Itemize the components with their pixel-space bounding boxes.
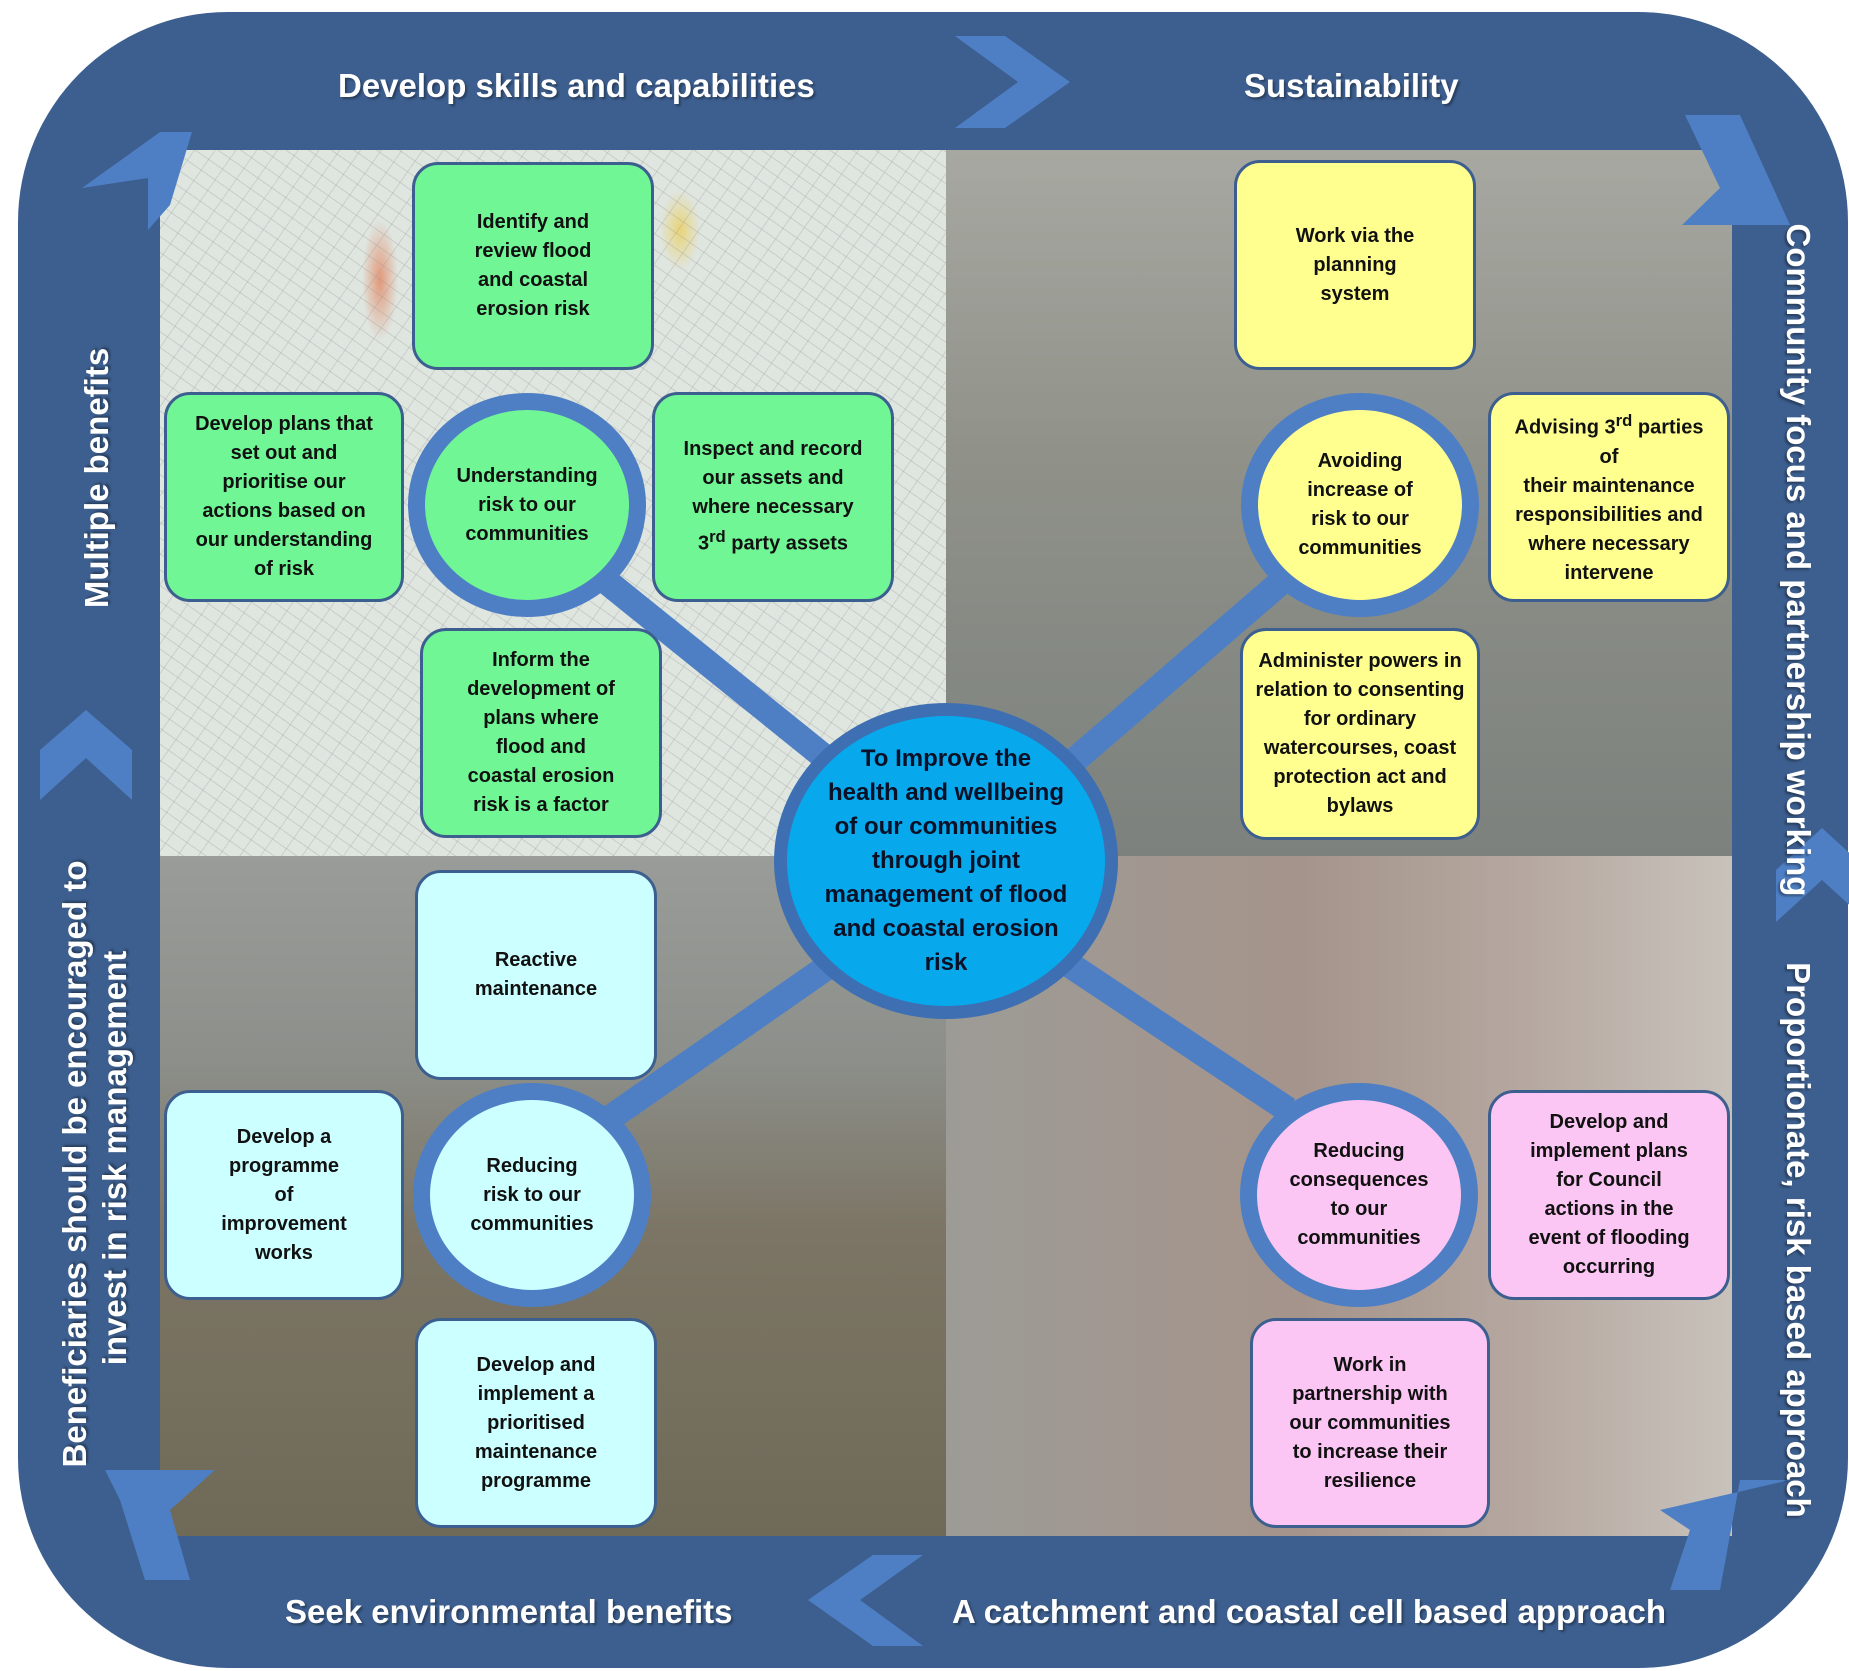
inspect-text-part2: party assets <box>725 532 849 555</box>
spoke-understanding <box>587 562 837 771</box>
chevron-down-icon <box>1776 828 1849 922</box>
advising-text-part1: Advising 3 <box>1514 416 1616 439</box>
label-beneficiaries-line2: invest in risk management <box>96 950 133 1366</box>
hub-avoiding-increase: Avoiding increase of risk to our communi… <box>1241 393 1479 617</box>
box-identify-risk: Identify and review flood and coastal er… <box>412 162 654 370</box>
box-administer-powers: Administer powers in relation to consent… <box>1240 628 1480 840</box>
spoke-reducing-consequences <box>1062 954 1296 1121</box>
corner-arrow-top-right-icon <box>1682 115 1790 225</box>
hub-understanding-risk: Understanding risk to our communities <box>408 393 646 617</box>
box-reactive-maintenance: Reactive maintenance <box>415 870 657 1080</box>
box-improvement-programme: Develop a programme of improvement works <box>164 1090 404 1300</box>
chevron-right-icon <box>955 36 1070 128</box>
label-beneficiaries-line1: Beneficiaries should be encouraged to <box>56 860 93 1468</box>
label-catchment-approach: A catchment and coastal cell based appro… <box>952 1593 1667 1630</box>
box-community-partnership: Work in partnership with our communities… <box>1250 1318 1490 1528</box>
box-develop-plans: Develop plans that set out and prioritis… <box>164 392 404 602</box>
corner-arrow-bottom-right-icon <box>1660 1480 1790 1590</box>
box-council-flood-plans: Develop and implement plans for Council … <box>1488 1090 1730 1300</box>
hub-reducing-risk: Reducing risk to our communities <box>413 1083 651 1307</box>
chevron-up-icon <box>40 710 132 800</box>
advising-superscript: rd <box>1615 411 1633 431</box>
label-multiple-benefits: Multiple benefits <box>78 347 115 609</box>
label-develop-skills: Develop skills and capabilities <box>338 67 815 104</box>
inspect-ordinal: 3 <box>697 532 710 555</box>
box-inspect-assets: Inspect and record our assets and where … <box>652 392 894 602</box>
spoke-avoiding <box>1066 566 1297 770</box>
box-inspect-assets-text: Inspect and record our assets and where … <box>684 435 863 559</box>
spoke-connectors <box>587 562 1297 1136</box>
hub-reducing-consequences: Reducing consequences to our communities <box>1240 1083 1478 1307</box>
box-prioritised-maintenance: Develop and implement a prioritised main… <box>415 1318 657 1528</box>
chevron-left-icon <box>808 1555 923 1646</box>
corner-arrow-top-left-icon <box>82 132 192 230</box>
central-goal: To Improve the health and wellbeing of o… <box>774 703 1118 1019</box>
box-planning-system: Work via the planning system <box>1234 160 1476 370</box>
box-inform-development: Inform the development of plans where fl… <box>420 628 662 838</box>
inspect-text-part1: Inspect and record our assets and where … <box>683 438 863 519</box>
label-community-focus: Community focus and partnership working <box>1780 223 1817 897</box>
inspect-superscript: rd <box>709 527 726 547</box>
label-sustainability: Sustainability <box>1244 67 1459 104</box>
advising-text-part2: parties of their maintenance responsibil… <box>1515 416 1704 584</box>
box-advising-parties: Advising 3rd parties of their maintenanc… <box>1488 392 1730 602</box>
spoke-reducing-risk <box>592 954 838 1136</box>
label-proportionate-approach: Proportionate, risk based approach <box>1780 962 1817 1518</box>
label-environmental-benefits: Seek environmental benefits <box>285 1593 733 1630</box>
corner-arrow-bottom-left-icon <box>105 1470 215 1580</box>
box-advising-parties-text: Advising 3rd parties of their maintenanc… <box>1503 406 1715 588</box>
